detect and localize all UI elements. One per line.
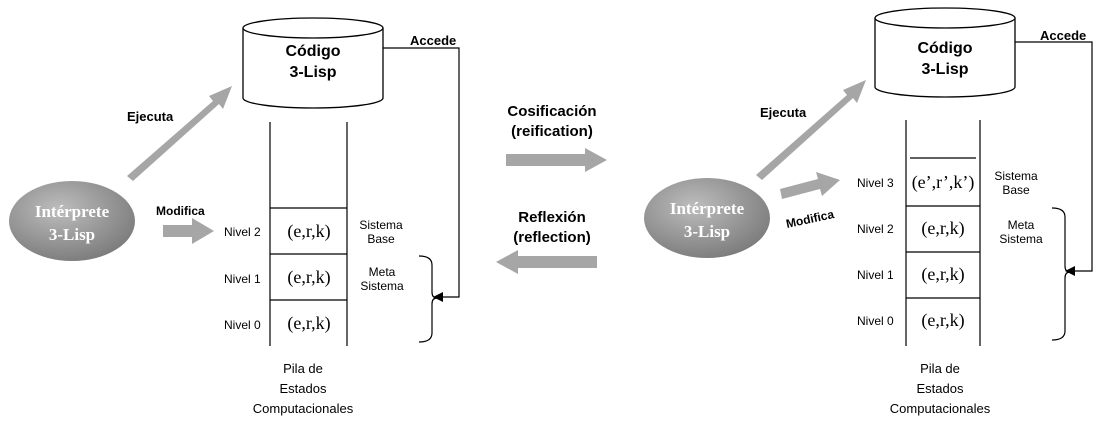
left-ejecuta-label: Ejecuta (127, 109, 174, 124)
right-sistema-base-2: Base (1002, 183, 1030, 197)
right-sistema-base-1: Sistema (994, 169, 1038, 183)
left-ejecuta-arrow: Ejecuta (127, 86, 232, 181)
right-modifica-arrow: Modifica (780, 172, 840, 231)
right-system-labels: Sistema Base Meta Sistema (994, 169, 1071, 341)
right-level1-label: Nivel 1 (857, 268, 894, 282)
left-level2-label: Nivel 2 (224, 225, 261, 239)
right-level1-value: (e,r,k) (921, 264, 964, 285)
reflection-arrow-icon (496, 250, 597, 274)
cosificacion-label: Cosificación (507, 103, 596, 120)
right-stack-caption: Pila de Estados Computacionales (890, 361, 991, 416)
right-modifica-label: Modifica (785, 207, 836, 231)
right-meta-sistema-2: Sistema (999, 232, 1043, 246)
middle-panel: Cosificación (reification) Reflexión (re… (496, 103, 607, 274)
right-level2-value: (e,r,k) (921, 218, 964, 239)
right-meta-sistema-1: Meta (1008, 218, 1035, 232)
right-level2-label: Nivel 2 (857, 222, 894, 236)
left-level1-label: Nivel 1 (224, 272, 261, 286)
left-stack: (e,r,k) (e,r,k) (e,r,k) Nivel 2 Nivel 1 … (224, 122, 348, 346)
left-accede-connector: Accede (383, 33, 460, 302)
left-stack-caption: Pila de Estados Computacionales (253, 361, 354, 416)
right-accede-label: Accede (1040, 28, 1086, 43)
right-db-label-2: 3-Lisp (921, 61, 968, 78)
right-level0-value: (e,r,k) (921, 310, 964, 331)
right-ejecuta-label: Ejecuta (760, 105, 807, 120)
right-pila-1: Pila de (920, 361, 960, 376)
right-pila-2: Estados (917, 381, 964, 396)
left-level0-value: (e,r,k) (287, 313, 330, 334)
left-modifica-label: Modifica (156, 204, 205, 218)
right-brace-icon (1051, 207, 1071, 341)
left-interpreter-label-2: 3-Lisp (49, 225, 95, 244)
left-system-labels: Sistema Base Meta Sistema (359, 218, 438, 343)
left-code-database: Código 3-Lisp (242, 17, 384, 109)
left-sistema-base-1: Sistema (359, 218, 403, 232)
right-stack: (e’,r’,k’) (e,r,k) (e,r,k) (e,r,k) Nivel… (857, 120, 981, 346)
arrowhead-icon (433, 292, 443, 302)
right-pila-3: Computacionales (890, 401, 991, 416)
reification-label: (reification) (511, 123, 593, 140)
arrowhead-icon (1065, 266, 1075, 276)
right-level3-value: (e’,r’,k’) (912, 172, 975, 193)
right-interpreter: Intérprete 3-Lisp (644, 178, 770, 258)
left-db-label-2: 3-Lisp (289, 64, 336, 81)
right-level3-label: Nivel 3 (857, 176, 894, 190)
left-sistema-base-2: Base (367, 232, 395, 246)
left-level1-value: (e,r,k) (287, 267, 330, 288)
left-level0-label: Nivel 0 (224, 318, 261, 332)
left-brace-icon (418, 255, 438, 343)
left-meta-sistema-2: Sistema (360, 279, 404, 293)
left-interpreter: Intérprete 3-Lisp (9, 181, 135, 261)
reflexion-label: Reflexión (518, 209, 586, 226)
left-accede-label: Accede (410, 33, 456, 48)
left-modifica-arrow: Modifica (156, 204, 214, 244)
right-code-database: Código 3-Lisp (874, 7, 1016, 98)
left-pila-2: Estados (280, 381, 327, 396)
left-db-label-1: Código (285, 43, 340, 60)
right-accede-connector: Accede (1015, 28, 1093, 276)
left-level2-value: (e,r,k) (287, 221, 330, 242)
right-db-label-1: Código (917, 40, 972, 57)
left-pila-1: Pila de (283, 361, 323, 376)
right-interpreter-label-2: 3-Lisp (684, 222, 730, 241)
left-interpreter-label-1: Intérprete (35, 202, 110, 221)
left-pila-3: Computacionales (253, 401, 354, 416)
left-meta-sistema-1: Meta (369, 265, 396, 279)
right-ejecuta-arrow: Ejecuta (756, 80, 866, 180)
right-interpreter-label-1: Intérprete (670, 199, 745, 218)
right-level0-label: Nivel 0 (857, 314, 894, 328)
left-panel: Código 3-Lisp Accede Ejecuta Intérprete … (9, 17, 460, 416)
right-panel: Código 3-Lisp Accede Ejecuta Intérprete … (644, 7, 1093, 416)
reflection-label: (reflection) (513, 229, 591, 246)
reification-arrow-icon (506, 148, 607, 172)
